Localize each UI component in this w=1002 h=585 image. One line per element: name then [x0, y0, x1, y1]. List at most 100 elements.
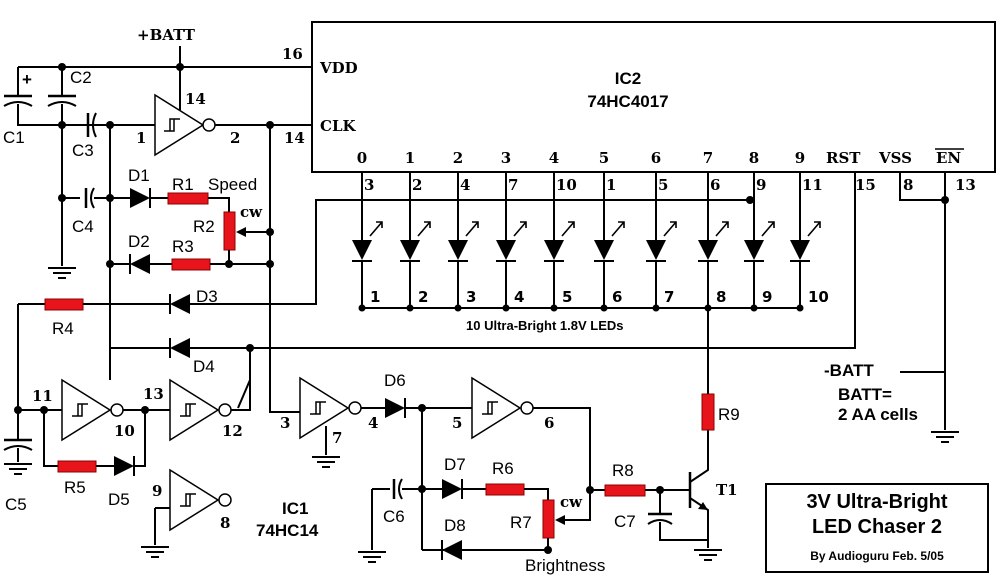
- g1-out-pin: 2: [230, 129, 240, 147]
- ic2-output-pin: 6: [710, 176, 720, 194]
- ic2-output-label: 4: [549, 149, 559, 167]
- r1-label: R1: [172, 175, 194, 194]
- ic2-output-pin: 4: [460, 176, 470, 194]
- c2-label: C2: [70, 68, 92, 87]
- r2-cw: cw: [240, 203, 263, 221]
- led-number: 5: [562, 288, 572, 306]
- led-diode: [496, 240, 516, 260]
- ic2-output-pin: 1: [606, 176, 616, 194]
- led-diode: [744, 240, 764, 260]
- ic2-en-pin: 13: [955, 176, 976, 194]
- leds-label: 10 Ultra-Bright 1.8V LEDs: [466, 318, 624, 333]
- title-block: 3V Ultra-Bright LED Chaser 2 By Audiogur…: [765, 483, 989, 573]
- led-number: 9: [762, 288, 772, 306]
- ic2-output-pin: 11: [802, 176, 823, 194]
- ic2-output-label: 3: [501, 149, 511, 167]
- speed-label: Speed: [208, 175, 257, 194]
- c5-label: C5: [5, 495, 27, 514]
- led-diode: [646, 240, 666, 260]
- led-number: 4: [514, 288, 524, 306]
- g1-vdd-pin: 14: [185, 90, 206, 108]
- c7-label: C7: [614, 512, 636, 531]
- ic2-output-label: 7: [703, 149, 713, 167]
- ic1-part: 74HC14: [256, 521, 319, 540]
- batt-line1: BATT=: [838, 385, 892, 404]
- led-diode: [400, 240, 420, 260]
- r7-label: R7: [510, 513, 532, 532]
- ic2-clk-pin: 14: [284, 129, 305, 147]
- schmitt-inverter-6: [169, 468, 232, 532]
- title-line1: 3V Ultra-Bright: [806, 491, 947, 513]
- r2-label: R2: [193, 217, 215, 236]
- g2-out-pin: 10: [114, 422, 135, 440]
- g2-in-pin: 11: [32, 387, 53, 405]
- pos-batt-label: +BATT: [137, 26, 196, 44]
- g6-in-pin: 9: [152, 482, 162, 500]
- led-light-arrow: [561, 221, 575, 237]
- ic2-output-pin: 10: [556, 176, 577, 194]
- d7-label: D7: [444, 455, 466, 474]
- g4-in-pin: 3: [280, 414, 290, 432]
- title-credit: By Audioguru Feb. 5/05: [810, 549, 944, 563]
- g3-out-pin: 12: [222, 422, 243, 440]
- g5-out-pin: 6: [544, 414, 554, 432]
- r6-label: R6: [492, 459, 514, 478]
- g6-out-pin: 8: [220, 514, 230, 532]
- led-light-arrow: [715, 221, 729, 237]
- led-light-arrow: [761, 221, 775, 237]
- ic2-output-label: 5: [599, 149, 609, 167]
- ic2-output-pin: 2: [412, 176, 422, 194]
- schmitt-inverter-4: [299, 376, 362, 440]
- ic2-rst-pin: 15: [855, 176, 876, 194]
- r7-cw: cw: [560, 493, 583, 511]
- ic2-vdd-pin: 16: [282, 45, 303, 63]
- led-number: 7: [664, 288, 674, 306]
- r5-label: R5: [64, 478, 86, 497]
- d8-label: D8: [444, 516, 466, 535]
- g4-gnd-pin: 7: [332, 429, 342, 447]
- ic2-name: IC2: [615, 69, 641, 88]
- r4-label: R4: [52, 319, 74, 338]
- ic2-rst-label: RST: [826, 149, 861, 167]
- g5-in-pin: 5: [452, 414, 462, 432]
- c1-plus: +: [22, 70, 32, 89]
- led-light-arrow: [417, 221, 431, 237]
- led-light-arrow: [663, 221, 677, 237]
- g3-in-pin: 13: [143, 385, 164, 403]
- g1-in-pin: 1: [136, 129, 146, 147]
- ic1-name: IC1: [282, 499, 308, 518]
- led-light-arrow: [465, 221, 479, 237]
- led-number: 3: [466, 288, 476, 306]
- ic2-output-pin: 5: [658, 176, 668, 194]
- ic2-output-label: 1: [405, 149, 415, 167]
- brightness-label: Brightness: [525, 556, 605, 575]
- led-diode: [594, 240, 614, 260]
- ic2-part: 74HC4017: [587, 92, 668, 111]
- ic2-clk-label: CLK: [320, 117, 356, 135]
- led-number: 10: [808, 288, 829, 306]
- d1-label: D1: [128, 166, 150, 185]
- led-light-arrow: [611, 221, 625, 237]
- led-light-arrow: [807, 221, 821, 237]
- led-diode: [352, 240, 372, 260]
- ic2-en-label: EN: [936, 149, 961, 167]
- d3-label: D3: [196, 287, 218, 306]
- batt-line2: 2 AA cells: [838, 405, 918, 424]
- led-diode: [698, 240, 718, 260]
- c1-label: C1: [3, 128, 25, 147]
- ic2-output-label: 6: [651, 149, 661, 167]
- ic2-vdd-label: VDD: [319, 59, 358, 77]
- led-light-arrow: [513, 221, 527, 237]
- ic2-output-label: 0: [357, 149, 367, 167]
- led-number: 2: [418, 288, 428, 306]
- r3-label: R3: [172, 237, 194, 256]
- d5-label: D5: [108, 490, 130, 509]
- led-diode: [448, 240, 468, 260]
- led-light-arrow: [369, 221, 383, 237]
- ic2-output-pin: 9: [756, 176, 766, 194]
- led-diode: [544, 240, 564, 260]
- g4-out-pin: 4: [368, 414, 378, 432]
